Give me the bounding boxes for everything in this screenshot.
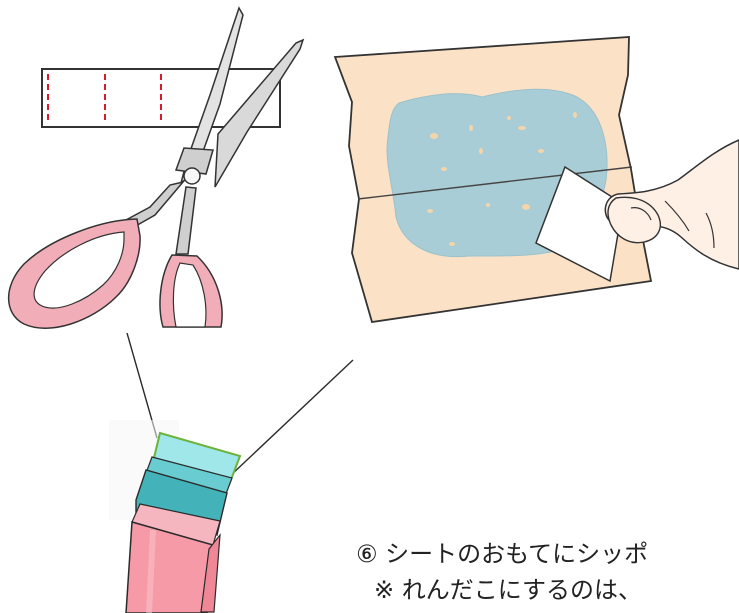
- step-6-note: ※ れんだこにするのは、: [374, 576, 642, 604]
- tube-icon: [109, 332, 354, 613]
- step-instructions: ⑥ シートのおもてにシッポ ※ れんだこにするのは、: [356, 536, 739, 608]
- step-6-text: ⑥ シートのおもてにシッポ: [356, 540, 649, 568]
- paper-strip: [41, 68, 281, 128]
- white-patch-icon: [535, 165, 624, 283]
- scissors-icon: [8, 6, 305, 329]
- hand-icon: [604, 139, 739, 270]
- sheet-icon: [333, 36, 653, 324]
